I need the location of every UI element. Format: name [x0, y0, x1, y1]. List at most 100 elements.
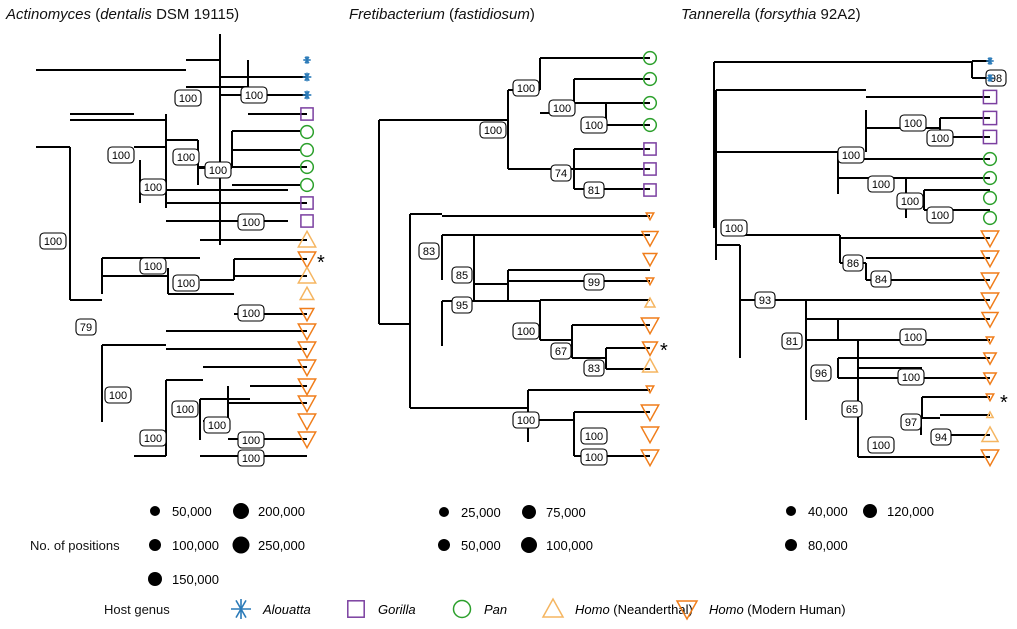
- tip-marker-pan: [299, 124, 315, 140]
- support-label: 100: [897, 368, 925, 386]
- tip-marker-pan: [642, 95, 658, 111]
- host-legend-item-gorilla: Gorilla: [347, 600, 416, 618]
- size-legend-item: 50,000: [438, 538, 501, 553]
- tip-marker-homo-modern: [645, 277, 655, 287]
- tip-marker-homo-modern: [641, 252, 659, 268]
- support-value: 96: [815, 368, 827, 380]
- tip-marker-homo-modern: [297, 359, 317, 378]
- tip-marker-homo-modern: [982, 372, 998, 386]
- support-value: 100: [872, 179, 890, 191]
- support-value: 100: [144, 261, 162, 273]
- support-label: 100: [548, 99, 576, 117]
- host-legend-label: Homo (Modern Human): [709, 602, 846, 617]
- support-value: 100: [585, 120, 603, 132]
- tip-marker-pan: [642, 71, 658, 87]
- support-label: 100: [896, 192, 924, 210]
- tip-marker-alouatta: [302, 72, 312, 82]
- support-label: 100: [174, 89, 202, 107]
- tip-marker-homo-neanderthal: [298, 285, 316, 301]
- support-value: 98: [990, 73, 1002, 85]
- tip-marker-pan: [299, 142, 315, 158]
- support-value: 100: [904, 118, 922, 130]
- size-dot: [522, 505, 536, 519]
- tip-markers: ***: [297, 50, 1008, 468]
- tip-marker-homo-modern: [980, 230, 1000, 249]
- support-label: 83: [418, 242, 440, 260]
- support-label: 100: [237, 213, 265, 231]
- support-value: 100: [517, 326, 535, 338]
- size-legend-item: 200,000: [233, 503, 305, 519]
- support-value: 83: [588, 363, 600, 375]
- title-species: dentalis: [100, 6, 152, 23]
- support-value: 100: [177, 152, 195, 164]
- support-label: 85: [451, 266, 473, 284]
- tip-marker-gorilla: [300, 196, 314, 210]
- host-legend-label: Gorilla: [378, 602, 416, 617]
- support-value: 100: [484, 125, 502, 137]
- support-label: 100: [867, 175, 895, 193]
- tip-marker-gorilla: [982, 129, 998, 145]
- size-value: 75,000: [546, 505, 586, 520]
- support-value: 100: [209, 165, 227, 177]
- support-value: 100: [242, 453, 260, 465]
- tip-marker-homo-neanderthal: [297, 229, 317, 248]
- support-label: 95: [451, 296, 473, 314]
- support-value: 100: [842, 150, 860, 162]
- support-label: 100: [580, 116, 608, 134]
- panel-title-fretibacterium: Fretibacterium (fastidiosum): [349, 6, 535, 23]
- support-label: 100: [580, 427, 608, 445]
- size-legend-item: 25,000: [439, 505, 501, 520]
- support-label: 100: [107, 146, 135, 164]
- tip-marker-alouatta: [303, 56, 311, 64]
- title-genus: Tannerella: [681, 6, 751, 23]
- tip-marker-homo-modern: [985, 336, 995, 346]
- size-dot: [150, 506, 160, 516]
- panel-title-actinomyces: Actinomyces (dentalis DSM 19115): [6, 6, 240, 23]
- support-label: 100: [899, 114, 927, 132]
- size-value: 250,000: [258, 538, 305, 553]
- marked-tip-asterisk: *: [317, 252, 325, 274]
- support-value: 85: [456, 270, 468, 282]
- support-value: 100: [931, 210, 949, 222]
- size-value: 100,000: [546, 538, 593, 553]
- tip-marker-homo-modern: [297, 323, 317, 342]
- support-value: 100: [144, 182, 162, 194]
- support-label: 100: [237, 449, 265, 467]
- support-label: 100: [172, 274, 200, 292]
- host-symbol-gorilla: [347, 600, 365, 618]
- tip-marker-pan: [982, 151, 998, 167]
- size-dot: [863, 504, 877, 518]
- tip-marker-homo-neanderthal: [297, 265, 317, 284]
- support-value: 100: [585, 452, 603, 464]
- size-value: 200,000: [258, 504, 305, 519]
- support-label: 100: [139, 257, 167, 275]
- support-label: 100: [203, 416, 231, 434]
- tip-marker-gorilla: [643, 162, 657, 176]
- size-value: 40,000: [808, 504, 848, 519]
- host-legend-item-homo-modern: Homo (Modern Human): [675, 600, 846, 621]
- support-label: 100: [237, 431, 265, 449]
- support-value: 81: [588, 185, 600, 197]
- tip-marker-homo-modern: [980, 250, 1000, 269]
- size-dot: [148, 572, 162, 586]
- tip-marker-homo-modern: [297, 341, 317, 360]
- size-dot: [521, 537, 537, 553]
- tip-marker-homo-modern: [640, 426, 660, 445]
- size-legend-item: 100,000: [149, 538, 219, 553]
- tip-marker-homo-modern: [640, 449, 660, 468]
- support-label: 98: [985, 69, 1007, 87]
- size-legend-item: 250,000: [232, 536, 305, 554]
- host-legend-title: Host genus: [104, 602, 170, 617]
- support-value: 84: [875, 274, 887, 286]
- support-value: 81: [786, 336, 798, 348]
- size-dot: [438, 539, 450, 551]
- tip-marker-homo-neanderthal: [985, 410, 995, 419]
- tip-marker-gorilla: [643, 183, 657, 197]
- support-value: 86: [847, 258, 859, 270]
- tip-marker-gorilla: [300, 107, 314, 121]
- support-label: 81: [583, 181, 605, 199]
- host-legend-item-homo-neanderthal: Homo (Neanderthal): [541, 597, 693, 618]
- tip-marker-homo-modern: [985, 393, 995, 403]
